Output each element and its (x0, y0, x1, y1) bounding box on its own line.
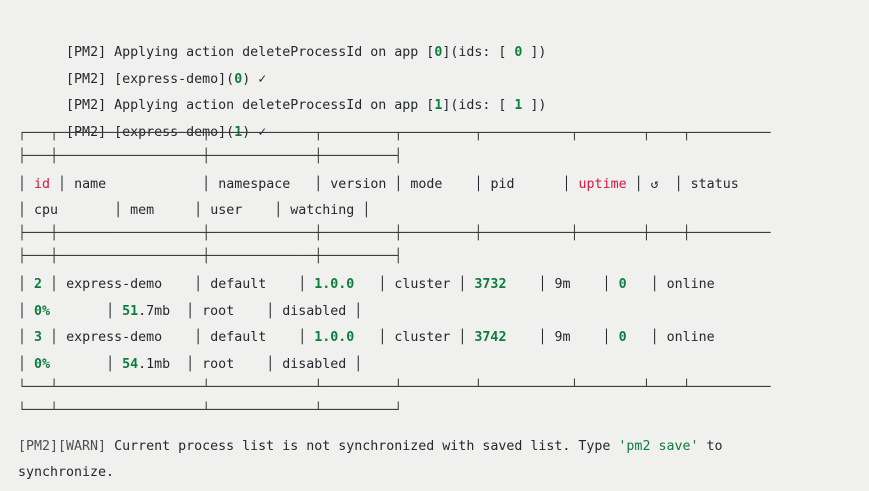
column-header-status: status (690, 176, 739, 192)
cell-user: root (202, 356, 235, 372)
restart-count-icon: ↺ (650, 176, 659, 192)
pad-cpu (58, 203, 114, 218)
table-mid-border-narrow: ├───┼──────────────────┼─────────────┼──… (18, 249, 403, 265)
log-text: ) (242, 124, 259, 140)
pad-ns (290, 177, 314, 192)
table-mid-border-wide: ├───┼──────────────────┼─────────────┼──… (18, 226, 771, 242)
table-header-row-secondary: │ cpu │ mem │ user │ watching │ (18, 202, 371, 218)
table-bottom-border-wide: └───┴──────────────────┴─────────────┴──… (18, 379, 771, 395)
log-line: [PM2] Applying action deleteProcessId on… (0, 14, 869, 60)
log-text: [express-demo]( (114, 124, 235, 140)
log-id: 0 (514, 45, 523, 61)
cell-restarts: 0 (618, 277, 627, 293)
warning-line-2: synchronize. (18, 465, 115, 481)
log-prefix: [PM2] (66, 124, 115, 140)
cell-cpu: 0% (34, 303, 51, 319)
table-bottom-border-narrow: └───┴──────────────────┴─────────────┴──… (18, 402, 403, 418)
column-header-version: version (330, 176, 387, 192)
cell-watching: disabled (282, 303, 347, 319)
warning-message: [PM2][WARN] Current process list is not … (0, 434, 869, 487)
cell-pid: 3742 (474, 330, 507, 346)
cell-mem-value: 54 (122, 356, 139, 372)
log-output: [PM2] Applying action deleteProcessId on… (0, 14, 869, 140)
log-app-index: 1 (434, 98, 443, 114)
pad-pid (514, 177, 562, 192)
warning-line-1: [PM2][WARN] Current process list is not … (0, 434, 869, 460)
cell-user: root (202, 303, 235, 319)
log-text: ](ids: [ (442, 98, 515, 114)
checkmark-icon: ✓ (258, 71, 267, 87)
log-text: Applying action deleteProcessId on app [ (114, 45, 435, 61)
cell-restarts: 0 (618, 330, 627, 346)
log-line: [PM2] [express-demo](0) ✓ (0, 40, 869, 87)
table-row-secondary[interactable]: │ 0% │ 51.7mb │ root │ disabled │ (18, 303, 363, 319)
log-app-index: 1 (234, 124, 243, 140)
log-text: Applying action deleteProcessId on app [ (114, 98, 435, 114)
cell-mode: cluster (394, 277, 451, 293)
column-header-user: user (210, 202, 243, 218)
log-line: [PM2] Applying action deleteProcessId on… (0, 67, 869, 113)
column-header-uptime: uptime (578, 176, 627, 192)
cell-id: 3 (34, 330, 43, 346)
cell-namespace: default (210, 330, 267, 346)
warning-text-tail: to (698, 438, 723, 454)
cell-version: 1.0.0 (314, 330, 355, 346)
pad-mem (154, 203, 194, 218)
warning-prefix: [PM2][WARN] (18, 438, 115, 454)
table-top-border-narrow: ├───┼──────────────────┼─────────────┼──… (18, 148, 403, 164)
cell-mem-suffix: .7mb (138, 303, 171, 319)
column-header-pid: pid (490, 176, 515, 192)
table-row[interactable]: │ 2 │ express-demo │ default │ 1.0.0 │ c… (18, 277, 715, 293)
log-id: 1 (514, 98, 523, 114)
column-header-mem: mem (130, 202, 155, 218)
log-text: [express-demo]( (114, 71, 235, 87)
checkmark-icon: ✓ (258, 124, 267, 140)
cell-mem-suffix: .1mb (138, 356, 171, 372)
table-row[interactable]: │ 3 │ express-demo │ default │ 1.0.0 │ c… (18, 330, 715, 346)
cell-mode: cluster (394, 330, 451, 346)
log-text: ) (242, 71, 259, 87)
column-header-name: name (74, 176, 107, 192)
cell-namespace: default (210, 277, 267, 293)
cell-id: 2 (34, 277, 43, 293)
pad-mode (442, 177, 474, 192)
log-text: ](ids: [ (442, 45, 515, 61)
table-row-secondary[interactable]: │ 0% │ 54.1mb │ root │ disabled │ (18, 356, 363, 372)
column-header-id: id (34, 176, 51, 192)
table-header-row-primary: │ id │ name │ namespace │ version │ mode… (18, 176, 739, 192)
cell-uptime: 9m (554, 330, 571, 346)
log-prefix: [PM2] (66, 98, 115, 114)
cell-watching: disabled (282, 356, 347, 372)
log-text: ]) (522, 45, 547, 61)
log-prefix: [PM2] (66, 71, 115, 87)
cell-version: 1.0.0 (314, 277, 355, 293)
cell-name: express-demo (66, 277, 163, 293)
column-header-namespace: namespace (218, 176, 291, 192)
cell-mem-value: 51 (122, 303, 139, 319)
log-app-index: 0 (434, 45, 443, 61)
cell-cpu: 0% (34, 356, 51, 372)
log-line: [PM2] [express-demo](1) ✓ (0, 93, 869, 140)
log-app-index: 0 (234, 71, 243, 87)
cell-status: online (666, 330, 715, 346)
column-header-watching: watching (290, 202, 355, 218)
column-header-mode: mode (410, 176, 443, 192)
warning-command: 'pm2 save' (618, 438, 699, 454)
process-table: ┌───┬──────────────────┬─────────────┬──… (0, 124, 869, 426)
log-prefix: [PM2] (66, 45, 115, 61)
cell-name: express-demo (66, 330, 163, 346)
log-text: ]) (522, 98, 547, 114)
warning-text: Current process list is not synchronized… (114, 438, 619, 454)
pad-name (106, 177, 202, 192)
cell-uptime: 9m (554, 277, 571, 293)
cell-status: online (666, 277, 715, 293)
column-header-cpu: cpu (34, 202, 59, 218)
pad-user (242, 203, 274, 218)
table-top-border-wide: ┌───┬──────────────────┬─────────────┬──… (18, 125, 771, 141)
cell-pid: 3732 (474, 277, 507, 293)
